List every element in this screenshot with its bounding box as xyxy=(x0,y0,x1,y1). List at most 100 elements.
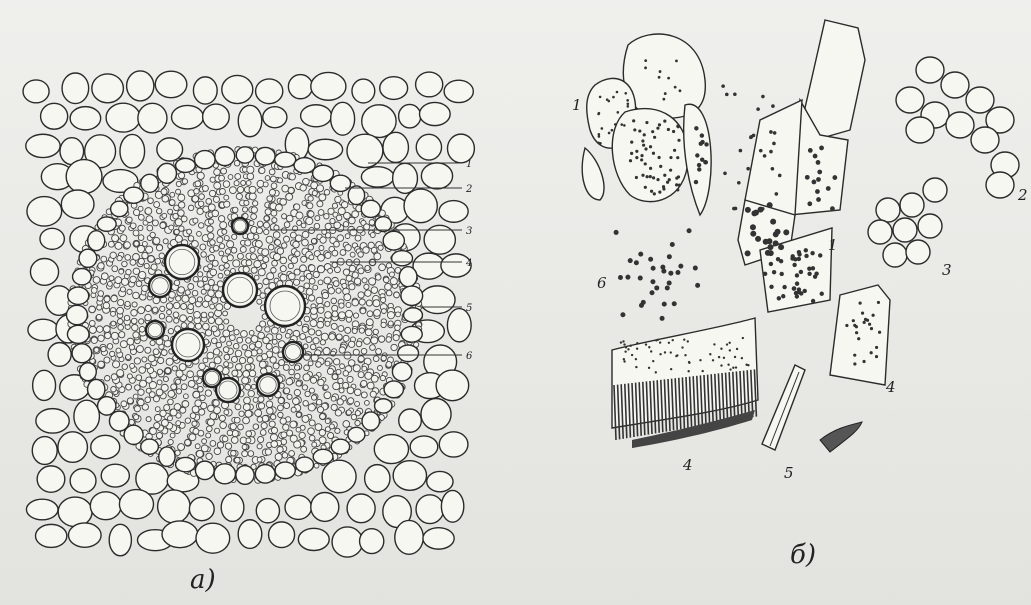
granule xyxy=(735,366,737,368)
granule xyxy=(773,240,779,246)
granule xyxy=(830,206,835,211)
granule xyxy=(644,162,647,165)
cell xyxy=(684,104,711,215)
starch-grain xyxy=(769,130,773,134)
granule xyxy=(870,327,873,330)
starch-grain xyxy=(775,192,779,196)
granule xyxy=(667,128,670,131)
granule xyxy=(656,127,659,130)
starch-grain xyxy=(618,275,623,280)
granule xyxy=(778,244,784,250)
granule xyxy=(811,299,815,303)
granule xyxy=(781,294,785,298)
starch-grain xyxy=(772,142,776,146)
granule xyxy=(694,126,698,130)
cell xyxy=(893,218,917,242)
granule xyxy=(620,123,623,126)
granule xyxy=(620,341,622,343)
starch-grain xyxy=(678,264,683,269)
granule xyxy=(629,159,632,162)
granule xyxy=(649,145,652,148)
granule xyxy=(675,183,678,186)
granule xyxy=(650,190,653,193)
starch-grain xyxy=(723,171,727,175)
granule xyxy=(817,170,822,175)
starch-grain xyxy=(771,167,775,171)
granule xyxy=(861,312,864,315)
granule xyxy=(763,272,767,276)
starch-grain xyxy=(737,181,741,185)
granule xyxy=(675,355,677,357)
granule xyxy=(652,176,655,179)
granule xyxy=(648,367,650,369)
granule xyxy=(664,92,667,95)
granule xyxy=(677,139,680,142)
starch-grain xyxy=(693,266,698,271)
granule xyxy=(635,358,637,360)
granule xyxy=(641,174,644,177)
granule xyxy=(607,100,610,103)
granule xyxy=(614,123,617,126)
granule xyxy=(676,188,679,191)
granule xyxy=(720,364,722,366)
granule xyxy=(669,169,672,172)
tracheid-wall xyxy=(770,372,799,446)
granule xyxy=(712,359,714,361)
granule xyxy=(729,368,731,370)
starch-grain xyxy=(670,242,675,247)
granule xyxy=(816,197,821,202)
granule xyxy=(640,158,643,161)
granule xyxy=(678,184,681,187)
granule xyxy=(769,262,773,266)
granule xyxy=(641,139,644,142)
cell xyxy=(941,72,969,98)
granule xyxy=(667,77,670,80)
granule xyxy=(648,346,650,348)
granule xyxy=(709,353,711,355)
granule xyxy=(750,224,756,230)
granule xyxy=(799,270,803,274)
granule xyxy=(753,210,759,216)
granule xyxy=(663,174,666,177)
granule xyxy=(875,355,878,358)
granule xyxy=(640,154,643,157)
granule xyxy=(626,99,629,102)
starch-grain xyxy=(749,135,753,139)
granule xyxy=(810,251,814,255)
starch-grain xyxy=(739,149,743,153)
granule xyxy=(657,339,659,341)
granule xyxy=(676,124,679,127)
granule xyxy=(638,129,641,132)
granule xyxy=(630,152,633,155)
granule xyxy=(804,254,808,258)
label-4b: 4 xyxy=(885,378,896,396)
granule xyxy=(673,149,676,152)
granule xyxy=(644,186,647,189)
starch-grain xyxy=(620,312,625,317)
granule xyxy=(767,202,773,208)
granule xyxy=(745,207,751,213)
granule xyxy=(726,343,728,345)
granule xyxy=(657,156,660,159)
granule xyxy=(625,346,627,348)
granule xyxy=(769,251,773,255)
starch-grain xyxy=(761,95,765,99)
granule xyxy=(623,124,626,127)
cell xyxy=(883,243,907,267)
cell xyxy=(906,240,930,264)
granule xyxy=(656,178,659,181)
granule xyxy=(853,324,856,327)
parenchyma-right xyxy=(896,57,1019,198)
starch-grain xyxy=(734,207,738,211)
granule xyxy=(807,266,811,270)
granule xyxy=(642,144,645,147)
granule xyxy=(659,341,661,343)
granule xyxy=(633,128,636,131)
granule xyxy=(627,348,629,350)
starch-grain xyxy=(746,167,750,171)
granule xyxy=(651,130,654,133)
granule xyxy=(652,360,654,362)
starch-grain xyxy=(695,283,700,288)
granule xyxy=(795,273,799,277)
